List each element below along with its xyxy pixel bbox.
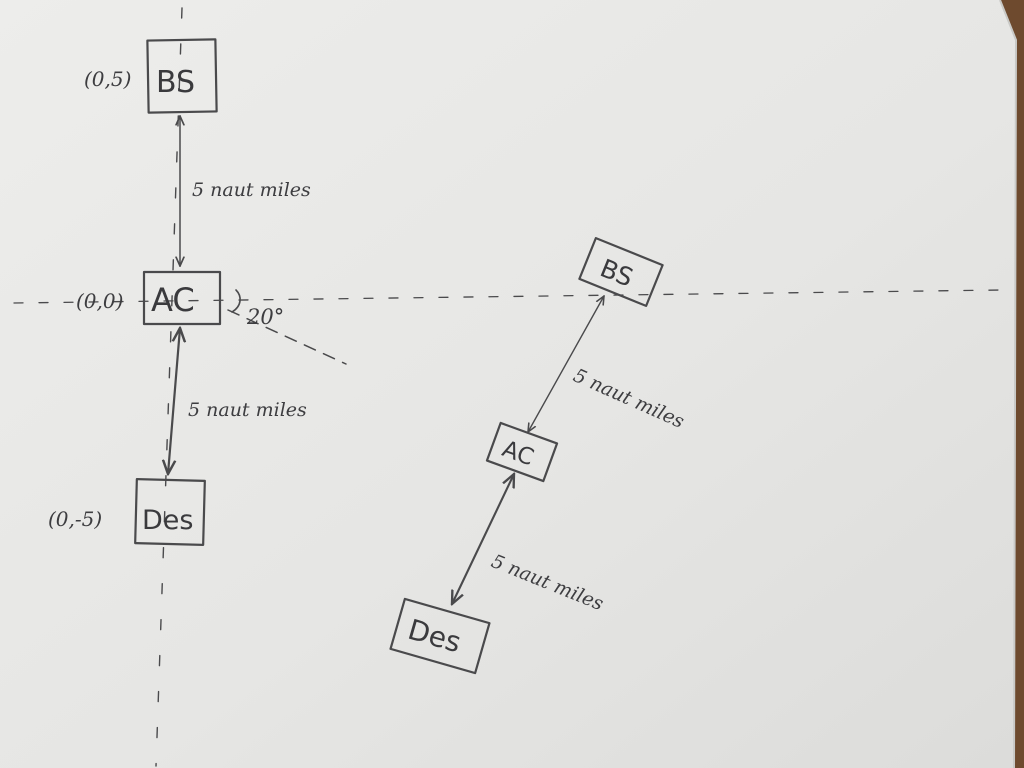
base-station-box [146,38,218,114]
rotated-destination-box [389,597,491,675]
lower-distance-label: 5 naut miles [188,399,307,421]
aircraft-coord: (0,0) [76,289,123,313]
destination-coord: (0,-5) [48,507,102,531]
rotated-lower-distance-arrow [452,474,514,604]
base-station-label: BS [156,65,195,100]
aircraft-label: AC [151,281,195,319]
rotated-upper-distance-arrow [528,296,604,432]
left-diagram: 20° BS (0,5) 5 naut miles AC (0,0) 5 nau… [13,7,1003,767]
rotated-aircraft-box [485,421,559,483]
upper-distance-label: 5 naut miles [192,179,311,201]
base-station-coord: (0,5) [84,67,131,91]
destination-label: Des [142,505,193,536]
angle-label: 20° [246,305,284,329]
destination-box [134,478,206,546]
angle-arc [231,289,241,313]
lower-distance-arrow [168,328,180,474]
angle-ray-line [227,309,347,365]
aircraft-box [142,270,222,326]
paper-edge [999,0,1018,768]
rotated-base-station-box [578,237,664,307]
